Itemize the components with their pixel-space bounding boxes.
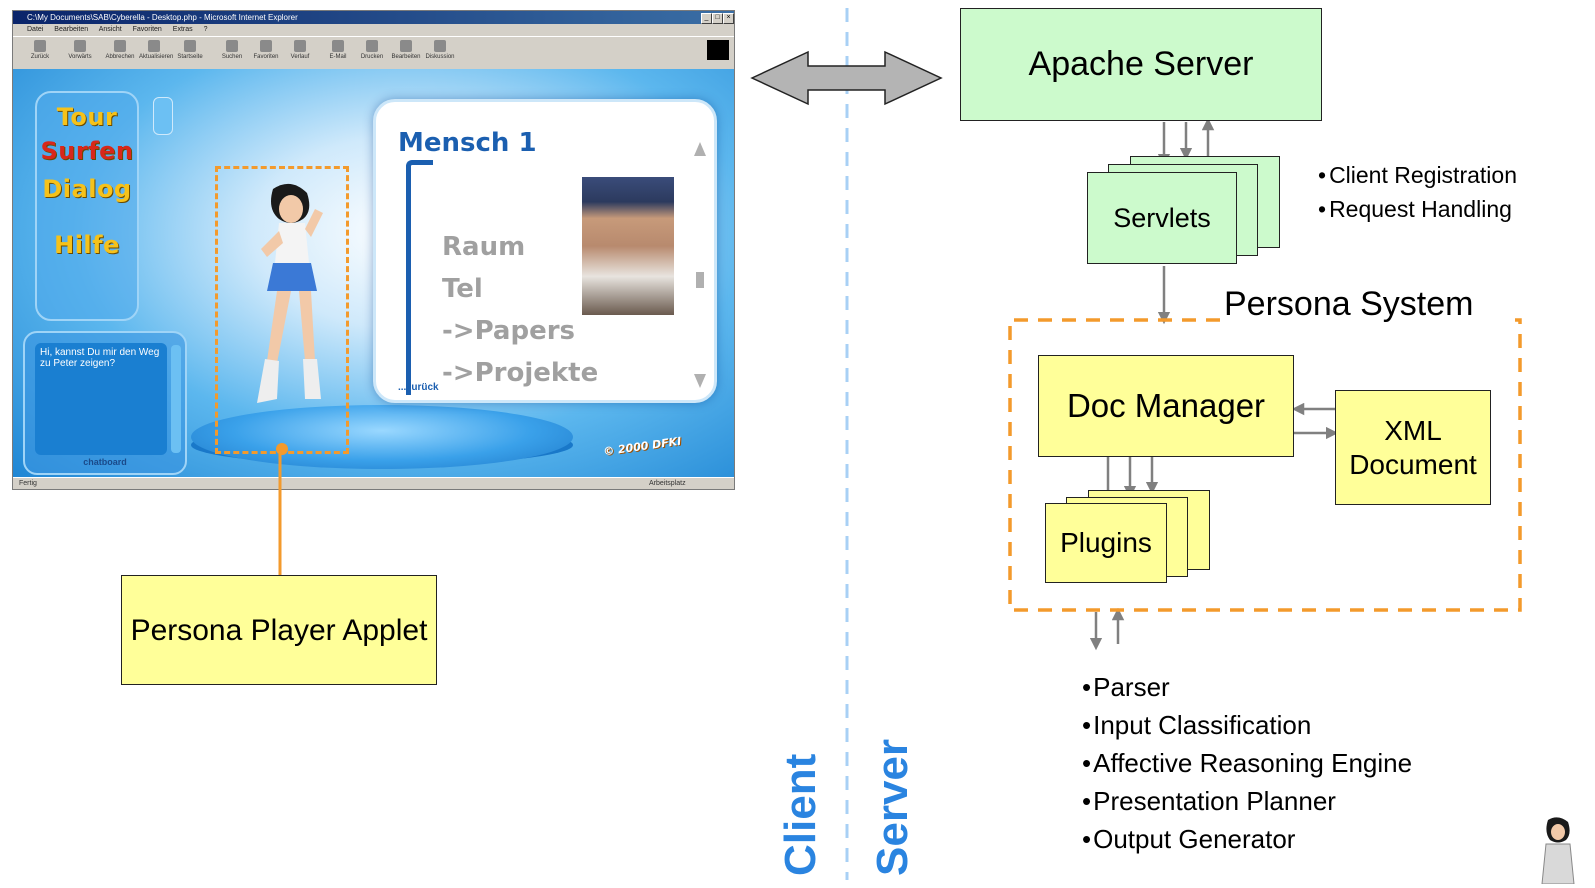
window-title: C:\My Documents\SAB\Cyberella - Desktop.… (13, 11, 734, 24)
history-button[interactable]: Verlauf (285, 40, 315, 60)
server-label: Server (868, 738, 917, 876)
card-bracket (406, 160, 433, 395)
apache-server-label: Apache Server (1028, 45, 1254, 83)
nav-hilfe[interactable]: Hilfe (54, 231, 120, 259)
print-button[interactable]: Drucken (357, 40, 387, 60)
nav-surfen[interactable]: Surfen (40, 137, 134, 165)
favorites-icon (260, 40, 272, 52)
edit-button[interactable]: Bearbeiten (391, 40, 421, 60)
menu-file[interactable]: Datei (27, 26, 44, 33)
persona-system-label: Persona System (1224, 285, 1474, 323)
doc-manager-box: Doc Manager (1038, 355, 1294, 457)
pedestal (191, 405, 573, 469)
chatboard: Hi, kannst Du mir den Weg zu Peter zeige… (23, 331, 187, 475)
card-item-papers[interactable]: ->Papers (442, 316, 576, 346)
ie-logo-icon (707, 40, 729, 60)
player-applet-box: Persona Player Applet (121, 575, 437, 685)
mail-icon (332, 40, 344, 52)
menu-view[interactable]: Ansicht (98, 26, 122, 33)
client-label: Client (776, 753, 825, 876)
back-button[interactable]: Zurück (25, 40, 55, 60)
chat-message[interactable]: Hi, kannst Du mir den Weg zu Peter zeige… (35, 343, 167, 455)
nav-panel: Tour Surfen Dialog Hilfe (35, 91, 139, 321)
person-photo (582, 177, 674, 315)
back-link[interactable]: ...zurück (398, 382, 439, 393)
card-item-projekte[interactable]: ->Projekte (442, 358, 599, 388)
back-icon (34, 40, 46, 52)
servlet-bullet: Request Handling (1318, 192, 1517, 226)
xml-document-label: XML Document (1349, 414, 1477, 480)
edit-icon (400, 40, 412, 52)
menu-tools[interactable]: Extras (172, 26, 193, 33)
mascot-icon[interactable] (153, 97, 173, 135)
player-connector-dot (276, 443, 288, 455)
plugin-bullet: Input Classification (1082, 706, 1412, 744)
plugin-bullet: Parser (1082, 668, 1412, 706)
minimize-icon[interactable]: _ (701, 13, 712, 24)
scroll-thumb[interactable] (696, 272, 704, 288)
card-scrollbar[interactable] (694, 142, 706, 390)
doc-manager-label: Doc Manager (1066, 387, 1266, 424)
plugins-label: Plugins (1060, 527, 1152, 558)
scroll-up-icon[interactable] (694, 142, 706, 156)
apache-server-box: Apache Server (960, 8, 1322, 121)
menu-bar: Datei Bearbeiten Ansicht Favoriten Extra… (13, 24, 734, 36)
menu-edit[interactable]: Bearbeiten (54, 26, 89, 33)
nav-tour[interactable]: Tour (56, 103, 118, 131)
servlet-bullet: Client Registration (1318, 158, 1517, 192)
plugins-box: Plugins (1045, 503, 1167, 583)
stop-icon (114, 40, 126, 52)
card-title: Mensch 1 (398, 128, 537, 158)
persona-thumbnail-icon (1541, 817, 1575, 884)
favorites-button[interactable]: Favoriten (251, 40, 281, 60)
persona-system-container (1008, 318, 1522, 612)
chatboard-label: chatboard (83, 457, 127, 467)
persona-character (257, 183, 323, 403)
player-applet-label: Persona Player Applet (130, 613, 428, 647)
forward-icon (74, 40, 86, 52)
card-item-raum[interactable]: Raum (442, 232, 526, 262)
history-icon (294, 40, 306, 52)
servlets-label: Servlets (1113, 202, 1211, 233)
forward-button[interactable]: Vorwärts (65, 40, 95, 60)
search-icon (226, 40, 238, 52)
browser-window: C:\My Documents\SAB\Cyberella - Desktop.… (12, 10, 735, 490)
servlets-box: Servlets (1087, 172, 1237, 264)
card-item-tel[interactable]: Tel (442, 274, 483, 304)
scroll-down-icon[interactable] (694, 374, 706, 388)
servlet-bullets: Client Registration Request Handling (1318, 158, 1517, 226)
discuss-button[interactable]: Diskussion (425, 40, 455, 60)
stop-button[interactable]: Abbrechen (105, 40, 135, 60)
plugin-bullet: Output Generator (1082, 820, 1412, 858)
plugin-bullet: Presentation Planner (1082, 782, 1412, 820)
chat-scrollbar[interactable] (171, 345, 181, 453)
close-icon[interactable]: × (723, 13, 734, 24)
person-card: Mensch 1 Raum Tel ->Papers ->Projekte ..… (373, 99, 717, 403)
maximize-icon[interactable]: □ (712, 13, 723, 24)
browser-viewport: Tour Surfen Dialog Hilfe Hi, kannst Du m… (13, 69, 734, 477)
home-icon (184, 40, 196, 52)
status-right: Arbeitsplatz (649, 480, 686, 487)
menu-favorites[interactable]: Favoriten (132, 26, 162, 33)
refresh-button[interactable]: Aktualisieren (139, 40, 173, 60)
menu-help[interactable]: ? (203, 26, 208, 33)
print-icon (366, 40, 378, 52)
nav-dialog[interactable]: Dialog (42, 175, 132, 203)
xml-document-box: XML Document (1335, 390, 1491, 505)
discuss-icon (434, 40, 446, 52)
mail-button[interactable]: E-Mail (323, 40, 353, 60)
plugin-bullet: Affective Reasoning Engine (1082, 744, 1412, 782)
status-bar: Fertig Arbeitsplatz (13, 477, 734, 489)
status-left: Fertig (19, 480, 37, 487)
search-button[interactable]: Suchen (217, 40, 247, 60)
double-arrow-icon (750, 50, 943, 106)
home-button[interactable]: Startseite (175, 40, 205, 60)
plugin-bullets: Parser Input Classification Affective Re… (1082, 668, 1412, 858)
refresh-icon (148, 40, 160, 52)
